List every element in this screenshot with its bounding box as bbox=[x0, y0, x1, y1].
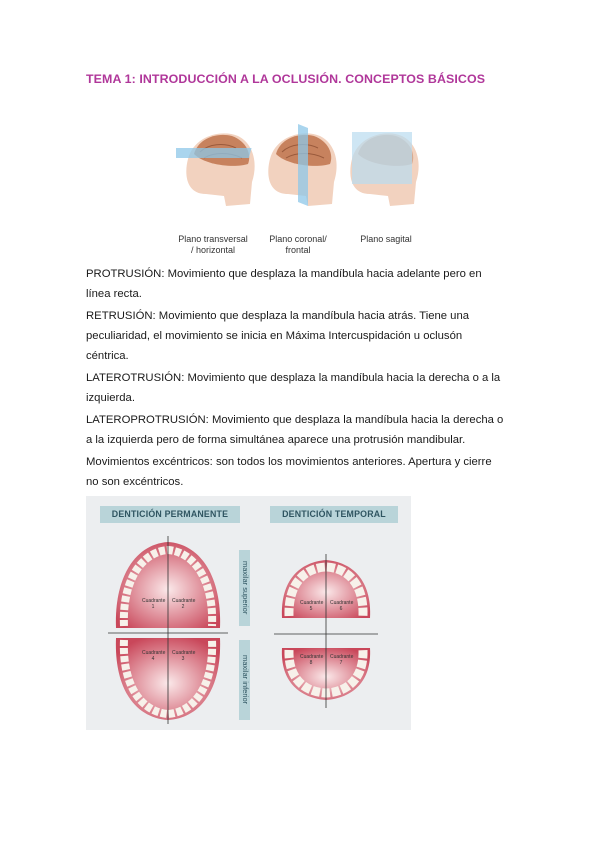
paragraph-retrusion: RETRUSIÓN: Movimiento que desplaza la ma… bbox=[86, 310, 470, 362]
paragraph-laterotrusion: LATEROTRUSIÓN: Movimiento que desplaza l… bbox=[86, 372, 501, 404]
paragraph-eccentric-movements: Movimientos excéntricos: son todos los m… bbox=[86, 456, 492, 488]
anatomical-planes-figure: Plano transversal/ horizontal Plano coro… bbox=[170, 124, 426, 264]
page-title: TEMA 1: INTRODUCCIÓN A LA OCLUSIÓN. CONC… bbox=[86, 72, 486, 86]
paragraph-protrusion: PROTRUSIÓN: Movimiento que desplaza la m… bbox=[86, 268, 482, 300]
label-lower-jaw: maxilar inferior bbox=[239, 640, 250, 720]
head-transversal-illustration bbox=[170, 133, 255, 206]
plane-label-coronal: Plano coronal/frontal bbox=[269, 234, 327, 255]
head-sagittal-illustration bbox=[350, 132, 419, 206]
header-temporary-dentition: DENTICIÓN TEMPORAL bbox=[270, 506, 398, 523]
label-upper-jaw: maxilar superior bbox=[239, 550, 250, 626]
planes-illustration bbox=[170, 124, 419, 206]
header-permanent-dentition: DENTICIÓN PERMANENTE bbox=[100, 506, 240, 523]
plane-label-sagital: Plano sagital bbox=[360, 234, 412, 244]
dentition-arches-illustration bbox=[108, 536, 378, 724]
dentition-figure: DENTICIÓN PERMANENTE DENTICIÓN TEMPORAL … bbox=[86, 496, 411, 730]
plane-label-transversal: Plano transversal/ horizontal bbox=[178, 234, 248, 255]
head-coronal-illustration bbox=[268, 124, 337, 206]
paragraph-lateroprotrusion: LATEROPROTRUSIÓN: Movimiento que desplaz… bbox=[86, 414, 504, 446]
